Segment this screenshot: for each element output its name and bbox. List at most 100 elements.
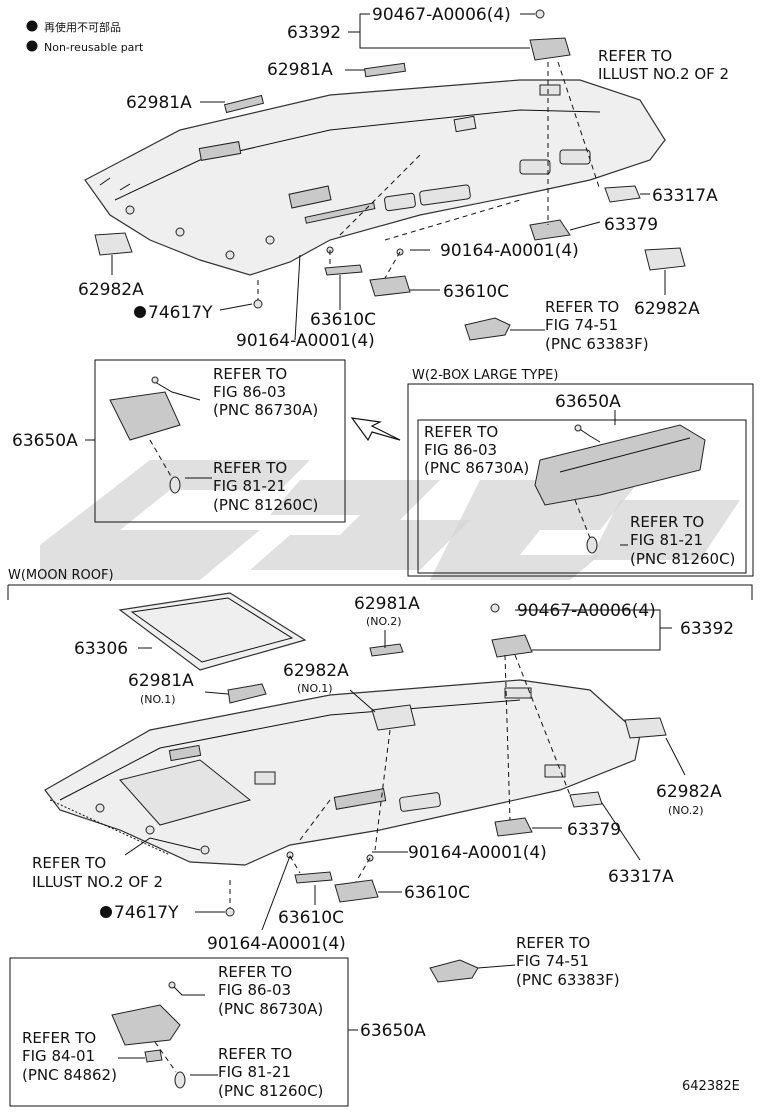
bottom-refer-2c: (PNC 81260C) [218, 1082, 323, 1100]
part-63392-moon [491, 634, 533, 658]
legend-japanese: 再使用不可部品 [44, 20, 121, 34]
part-bulb [169, 476, 181, 494]
label-90467-moon: 90467-A0006(4) [517, 601, 656, 621]
bottom-refer-2a: REFER TO [218, 1045, 292, 1063]
label-63610C-moon-right: 63610C [404, 883, 470, 903]
label-90164-moon-right: 90164-A0001(4) [408, 843, 547, 863]
arrow-left-icon [350, 417, 401, 442]
mid-left-refer-2a: REFER TO [213, 459, 287, 477]
mid-right-refer-1c: (PNC 86730A) [424, 459, 529, 477]
moon-leader-lines [124, 609, 686, 969]
refer-fig7451-2: FIG 74-51 [545, 316, 618, 334]
box-63650A-standard [94, 359, 346, 523]
part-63306-sunroof-frame [118, 592, 307, 671]
mid-left-refer-2b: FIG 81-21 [213, 477, 286, 495]
label-63392: 63392 [287, 23, 341, 43]
label-62981A-no2: 62981A [354, 594, 420, 614]
mid-right-refer-1a: REFER TO [424, 423, 498, 441]
part-63610C-moon-right [334, 879, 379, 903]
label-90467: 90467-A0006(4) [372, 5, 511, 25]
label-62981A-a: 62981A [267, 60, 333, 80]
part-90467-clip-moon [490, 603, 500, 613]
moon-refer-fig7451-3: (PNC 63383F) [516, 971, 620, 989]
refer-illust-2: ILLUST NO.2 OF 2 [598, 65, 729, 83]
section-title-moon-roof: W(MOON ROOF) [8, 568, 114, 583]
part-fig7451-top [464, 317, 511, 341]
bottom-refer-3a: REFER TO [22, 1029, 96, 1047]
part-62982A-top-left [94, 232, 133, 256]
figure-id: 642382E [682, 1079, 740, 1094]
part-63650A-lamp [109, 391, 181, 441]
refer-illust-1: REFER TO [598, 47, 672, 65]
mid-right-refer-2a: REFER TO [630, 513, 704, 531]
refer-fig7451-3: (PNC 63383F) [545, 335, 649, 353]
mid-left-refer-2c: (PNC 81260C) [213, 496, 318, 514]
bottom-refer-1a: REFER TO [218, 963, 292, 981]
part-84862 [144, 1049, 163, 1063]
label-no1-b: (NO.1) [140, 693, 176, 706]
mid-right-refer-2c: (PNC 81260C) [630, 550, 735, 568]
part-63610C-top-left [324, 264, 363, 276]
label-63317A-moon: 63317A [608, 867, 674, 887]
box-2box-large-inner [417, 419, 747, 574]
label-no2-a: (NO.2) [366, 615, 402, 628]
label-62981A-no1: 62981A [128, 671, 194, 691]
label-63392-moon: 63392 [680, 619, 734, 639]
label-63379: 63379 [604, 215, 658, 235]
label-90164-left: 90164-A0001(4) [236, 331, 375, 351]
label-62982A-right: 62982A [634, 299, 700, 319]
mid-left-refer-1a: REFER TO [213, 365, 287, 383]
part-62981A-no1 [227, 683, 267, 704]
label-no1-a: (NO.1) [297, 682, 333, 695]
box-title-2box: W(2-BOX LARGE TYPE) [412, 368, 558, 383]
part-fig7451-moon [429, 959, 479, 983]
part-62982A-no2 [624, 717, 667, 739]
non-reusable-dot-icon [26, 40, 38, 52]
mid-right-refer-1b: FIG 86-03 [424, 441, 497, 459]
part-63379-top [529, 219, 571, 241]
label-63317A: 63317A [652, 186, 718, 206]
moon-refer-illust-2: ILLUST NO.2 OF 2 [32, 873, 163, 891]
label-62982A-no1: 62982A [283, 661, 349, 681]
top-leader-lines [111, 13, 666, 341]
label-74617Y-moon: 74617Y [114, 903, 179, 923]
mid-left-refer-1b: FIG 86-03 [213, 383, 286, 401]
part-74617Y-moon [225, 907, 235, 917]
part-62982A-no1 [371, 704, 416, 731]
moon-refer-illust-1: REFER TO [32, 854, 106, 872]
bottom-refer-3b: FIG 84-01 [22, 1047, 95, 1065]
part-62981A-no2 [369, 643, 404, 657]
part-62982A-top-right [644, 247, 686, 271]
part-63317A-moon [569, 791, 603, 808]
label-63610C-right: 63610C [443, 282, 509, 302]
part-63392-top [529, 37, 571, 61]
part-63610C-moon-left [294, 871, 333, 884]
label-63306: 63306 [74, 639, 128, 659]
label-63650A-mid-right: 63650A [555, 392, 621, 412]
part-bulb-2box [586, 536, 598, 554]
mid-right-refer-2b: FIG 81-21 [630, 531, 703, 549]
legend-english: Non-reusable part [44, 41, 144, 54]
bottom-refer-2b: FIG 81-21 [218, 1063, 291, 1081]
label-63650A-mid-left: 63650A [12, 431, 78, 451]
part-62981A-top-a [364, 62, 406, 78]
label-63650A-bottom: 63650A [360, 1021, 426, 1041]
label-90164-right: 90164-A0001(4) [440, 241, 579, 261]
label-90164-moon-left: 90164-A0001(4) [207, 934, 346, 954]
box-2box-large-outer [407, 383, 754, 577]
moon-refer-fig7451-1: REFER TO [516, 934, 590, 952]
non-reusable-dot-icon [100, 906, 112, 918]
mid-left-refer-1c: (PNC 86730A) [213, 401, 318, 419]
label-62981A-b: 62981A [126, 93, 192, 113]
label-74617Y: 74617Y [148, 303, 213, 323]
box-63650A-moon-roof [9, 957, 349, 1107]
headliner-top [84, 79, 666, 276]
headliner-moon-roof [44, 679, 641, 866]
refer-fig7451-1: REFER TO [545, 298, 619, 316]
part-63610C-top-right [369, 275, 411, 297]
part-bulb-moon [174, 1071, 186, 1089]
part-63379-moon [494, 817, 533, 837]
bottom-refer-3c: (PNC 84862) [22, 1066, 117, 1084]
label-63610C-moon-left: 63610C [278, 908, 344, 928]
